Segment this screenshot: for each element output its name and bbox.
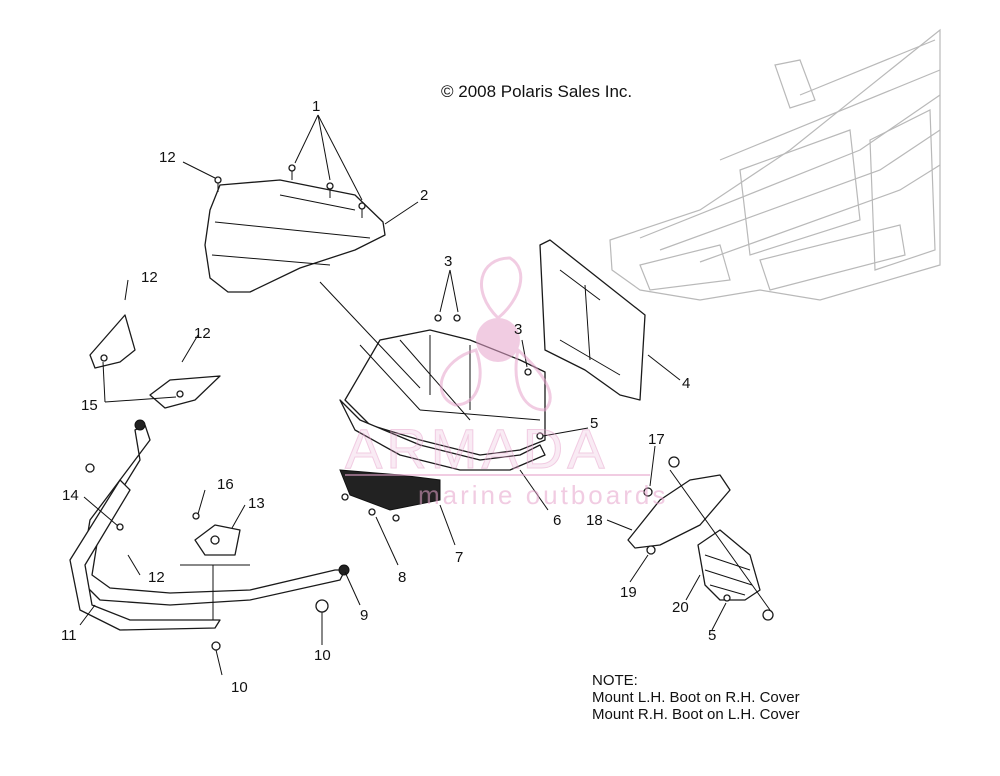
callout-16: 16 [217, 476, 234, 493]
watermark-propeller-blade [514, 347, 552, 412]
bumper-part-11 [69, 419, 350, 631]
callout-labels: 1 12 2 3 12 12 3 4 15 5 17 16 14 13 6 18… [61, 98, 716, 696]
note-heading: NOTE: [592, 672, 638, 689]
callout-1: 1 [312, 98, 320, 115]
skid-plate-part-2 [204, 179, 386, 293]
callout-7: 7 [455, 549, 463, 566]
cover-part-18 [627, 474, 731, 549]
callout-18: 18 [586, 512, 603, 529]
copyright-text: © 2008 Polaris Sales Inc. [441, 82, 632, 101]
watermark: ARMADA marine outboards [345, 256, 668, 510]
bracket-part-13 [194, 524, 241, 556]
bracket-part-15 [89, 314, 221, 409]
chassis-ghost [609, 28, 941, 301]
callout-10: 10 [231, 679, 248, 696]
callout-14: 14 [62, 487, 79, 504]
callout-11: 11 [61, 627, 77, 644]
watermark-propeller-blade [480, 256, 523, 321]
callout-3: 3 [514, 321, 522, 338]
callout-13: 13 [248, 495, 265, 512]
callout-5: 5 [590, 415, 598, 432]
callout-8: 8 [398, 569, 406, 586]
callout-20: 20 [672, 599, 689, 616]
watermark-tagline: marine outboards [418, 480, 668, 510]
watermark-propeller-blade [439, 348, 482, 407]
leader-lines [79, 114, 727, 676]
callout-5: 5 [708, 627, 716, 644]
callout-2: 2 [420, 187, 428, 204]
assembly-note: NOTE: Mount L.H. Boot on R.H. Cover Moun… [592, 672, 800, 723]
callout-12: 12 [194, 325, 211, 342]
callout-15: 15 [81, 397, 98, 414]
screws-part-1 [214, 164, 366, 218]
tie-rod [668, 456, 774, 621]
callout-19: 19 [620, 584, 637, 601]
watermark-brand: ARMADA [345, 417, 609, 480]
callout-10: 10 [314, 647, 331, 664]
callout-12: 12 [148, 569, 165, 586]
callout-12: 12 [159, 149, 176, 166]
fasteners [85, 314, 731, 651]
callout-9: 9 [360, 607, 368, 624]
callout-4: 4 [682, 375, 690, 392]
note-line-2: Mount R.H. Boot on L.H. Cover [592, 706, 800, 723]
callout-17: 17 [648, 431, 665, 448]
panel-part-4 [539, 239, 646, 401]
watermark-propeller-hub [476, 318, 520, 362]
callout-3: 3 [444, 253, 452, 270]
callout-12: 12 [141, 269, 158, 286]
callout-6: 6 [553, 512, 561, 529]
note-line-1: Mount L.H. Boot on R.H. Cover [592, 689, 800, 706]
boot-part-20 [697, 529, 761, 601]
